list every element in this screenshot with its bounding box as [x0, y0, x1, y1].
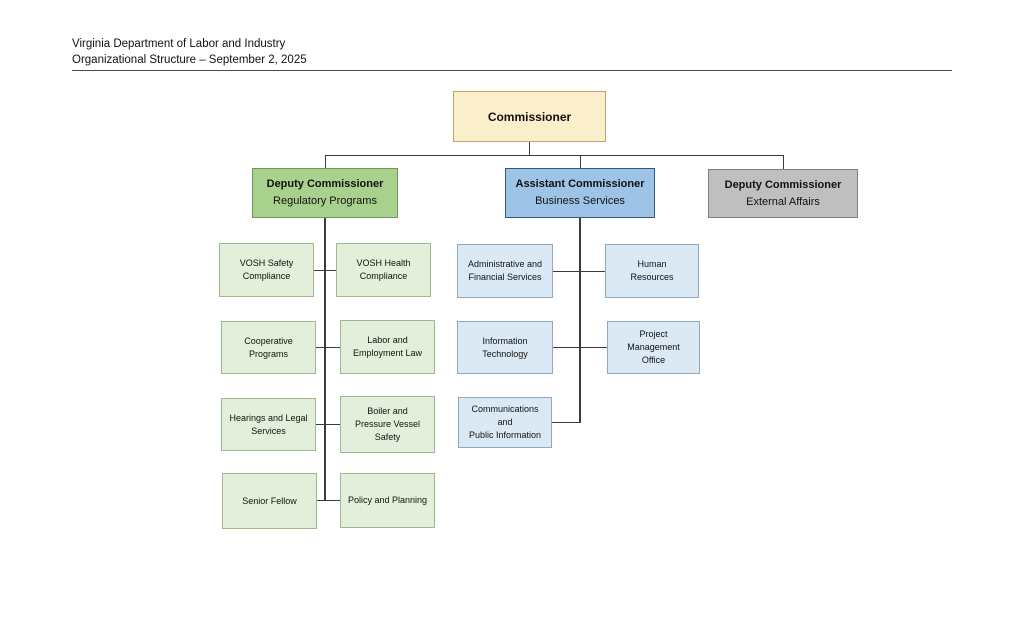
node-vosh-health-compliance: VOSH Health Compliance	[336, 243, 431, 297]
node-cooperative-programs: Cooperative Programs	[221, 321, 316, 374]
connector-business-row2	[553, 347, 607, 348]
connector-regulatory-trunk	[324, 218, 326, 501]
connector-business-row3-elbow	[552, 422, 580, 423]
connector-regulatory-row4	[317, 500, 340, 501]
node-label: Hearings and Legal Services	[229, 412, 308, 436]
node-subtitle: Regulatory Programs	[273, 195, 377, 207]
node-assistant-commissioner-business: Assistant Commissioner Business Services	[505, 168, 655, 218]
page-header: Virginia Department of Labor and Industr…	[72, 37, 672, 68]
node-hearings-legal-services: Hearings and Legal Services	[221, 398, 316, 451]
connector-drop-external	[783, 155, 784, 170]
node-subtitle: External Affairs	[746, 195, 820, 208]
node-label: Administrative and Financial Services	[467, 259, 543, 282]
node-label: Labor and Employment Law	[352, 335, 423, 358]
connector-business-trunk	[579, 218, 581, 423]
node-human-resources: Human Resources	[605, 244, 699, 298]
node-label: VOSH Health Compliance	[356, 258, 411, 281]
node-deputy-commissioner-regulatory: Deputy Commissioner Regulatory Programs	[252, 168, 398, 218]
node-boiler-pressure-vessel-safety: Boiler and Pressure Vessel Safety	[340, 396, 435, 453]
node-title: Assistant Commissioner	[515, 178, 645, 190]
node-label: Senior Fellow	[242, 495, 297, 506]
node-title: Deputy Commissioner	[724, 178, 842, 191]
node-policy-planning: Policy and Planning	[340, 473, 435, 528]
header-divider	[72, 70, 952, 71]
node-title: Deputy Commissioner	[266, 178, 384, 190]
node-label: Policy and Planning	[347, 495, 428, 505]
connector-regulatory-row2	[316, 347, 340, 348]
connector-regulatory-row3	[316, 424, 340, 425]
connector-regulatory-row1	[314, 270, 336, 271]
page-title: Virginia Department of Labor and Industr…	[72, 38, 286, 50]
node-deputy-commissioner-external: Deputy Commissioner External Affairs	[708, 169, 858, 218]
node-vosh-safety-compliance: VOSH Safety Compliance	[219, 243, 314, 297]
node-label: Boiler and Pressure Vessel Safety	[354, 406, 421, 442]
connector-business-row1	[553, 271, 605, 272]
node-label: VOSH Safety Compliance	[239, 258, 294, 281]
connector-commissioner-stub	[529, 142, 530, 156]
node-labor-employment-law: Labor and Employment Law	[340, 320, 435, 374]
node-commissioner: Commissioner	[453, 91, 606, 142]
node-communications-public-information: Communications and Public Information	[458, 397, 552, 448]
connector-drop-business	[580, 155, 581, 168]
node-label: Communications and Public Information	[468, 404, 542, 440]
node-label: Information Technology	[482, 335, 528, 359]
node-label: Project Management Office	[627, 329, 680, 365]
node-commissioner-label: Commissioner	[487, 109, 572, 124]
node-administrative-financial-services: Administrative and Financial Services	[457, 244, 553, 298]
node-senior-fellow: Senior Fellow	[222, 473, 317, 529]
node-label: Cooperative Programs	[244, 335, 293, 359]
node-project-management-office: Project Management Office	[607, 321, 700, 374]
node-label: Human Resources	[630, 259, 674, 282]
page-subtitle: Organizational Structure – September 2, …	[72, 53, 307, 66]
connector-top-horizontal	[325, 155, 784, 156]
node-subtitle: Business Services	[535, 195, 625, 207]
connector-drop-regulatory	[325, 155, 326, 168]
node-information-technology: Information Technology	[457, 321, 553, 374]
